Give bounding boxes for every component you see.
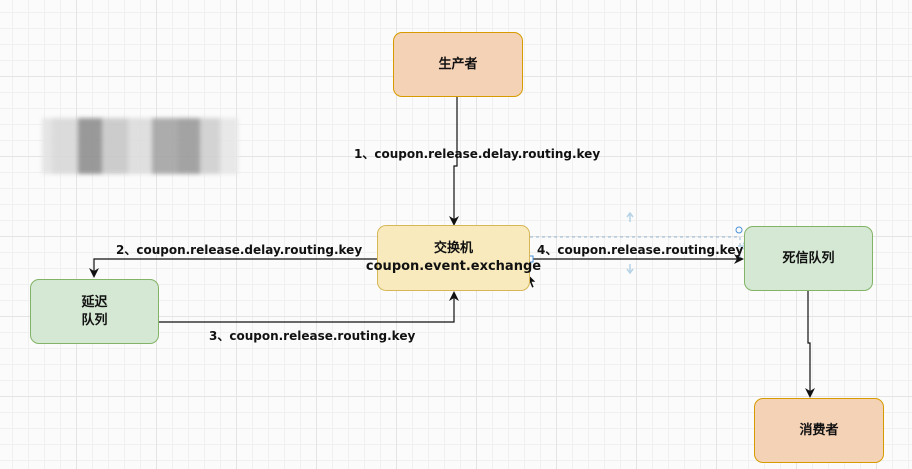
edge-label-step4: 4、coupon.release.routing.key bbox=[537, 243, 744, 257]
edge-label-step2: 2、coupon.release.delay.routing.key bbox=[116, 243, 363, 257]
node-delay-queue-label: 延迟 队列 bbox=[81, 294, 108, 328]
node-consumer-label: 消费者 bbox=[799, 422, 839, 438]
node-exchange[interactable]: 交换机 coupon.event.exchange bbox=[366, 225, 541, 291]
edge-step1 bbox=[449, 97, 459, 226]
node-consumer[interactable]: 消费者 bbox=[754, 398, 884, 463]
node-producer-label: 生产者 bbox=[438, 56, 478, 72]
node-delay-queue[interactable]: 延迟 队列 bbox=[30, 279, 159, 344]
redacted-image bbox=[42, 118, 238, 174]
hover-arrow-up-icon[interactable] bbox=[626, 211, 634, 222]
hover-arrow-down-icon[interactable] bbox=[626, 264, 634, 275]
edge-label-step1: 1、coupon.release.delay.routing.key bbox=[354, 147, 601, 161]
edge-step3 bbox=[159, 291, 459, 323]
edge-label-step3: 3、coupon.release.routing.key bbox=[209, 329, 416, 343]
edge-step2 bbox=[89, 258, 378, 278]
rotate-handle-icon[interactable] bbox=[735, 226, 743, 234]
node-exchange-label: 交换机 coupon.event.exchange bbox=[365, 241, 542, 274]
node-producer[interactable]: 生产者 bbox=[393, 32, 523, 97]
node-dead-letter-queue[interactable]: 死信队列 bbox=[744, 226, 873, 291]
edge-step5 bbox=[805, 291, 815, 398]
selection-guide bbox=[530, 236, 741, 259]
node-dead-letter-queue-label: 死信队列 bbox=[782, 250, 835, 266]
